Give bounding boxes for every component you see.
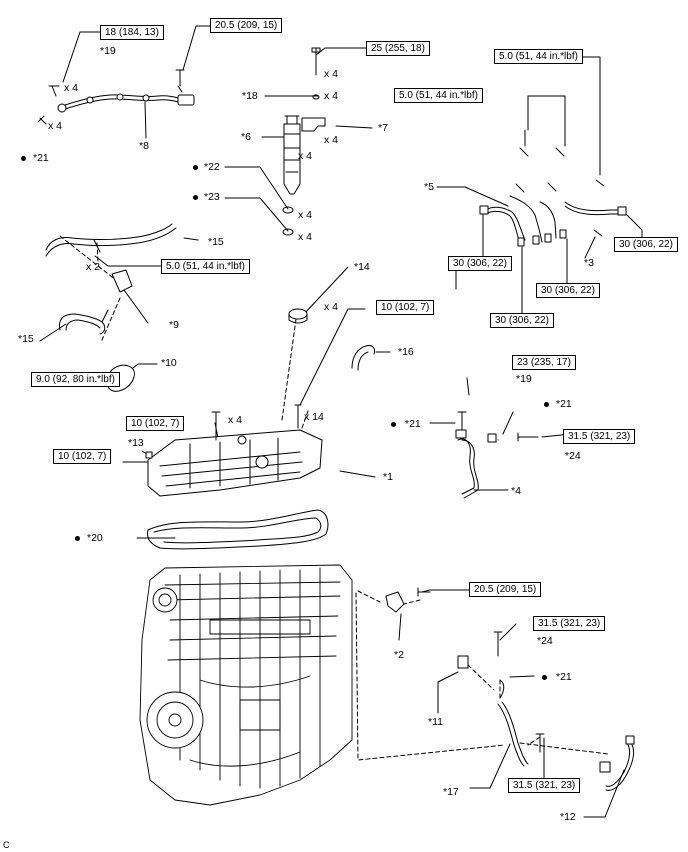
torque-spec-pipe-clamp-a: 5.0 (51, 44 in.*lbf) [494, 49, 583, 64]
torque-spec-pipe-nut-a: 30 (306, 22) [448, 256, 512, 271]
qty-seals-22: x 4 [298, 209, 313, 221]
torque-spec-return-pipe-bolt: 23 (235, 17) [512, 355, 576, 370]
torque-spec-pipe-clamp-b: 5.0 (51, 44 in.*lbf) [394, 88, 483, 103]
part-label-13: *13 [128, 437, 144, 449]
qty-injectors: x 4 [298, 150, 313, 162]
injector-group [282, 47, 326, 236]
injector-harness [37, 69, 195, 125]
non-reusable-marker [193, 165, 198, 170]
part-label-21c: *21 [405, 418, 421, 430]
part-label-24b: *24 [537, 635, 553, 647]
part-label-19b: *19 [516, 373, 532, 385]
qty-cover-seals: x 4 [324, 301, 339, 313]
torque-spec-clamp-bolt-lower: 20.5 (209, 15) [469, 582, 542, 597]
leader-lines [39, 25, 643, 818]
ventilation-pipe [351, 345, 375, 371]
torque-spec-union-bolt-upper: 31.5 (321, 23) [563, 429, 636, 444]
part-label-14: *14 [354, 261, 370, 273]
part-label-9: *9 [169, 319, 179, 331]
part-label-8: *8 [139, 140, 149, 152]
non-reusable-marker [544, 402, 549, 407]
qty-seals-23: x 4 [298, 231, 313, 243]
part-label-21b: *21 [556, 398, 572, 410]
non-reusable-marker [391, 422, 396, 427]
qty-clamps: x 4 [324, 134, 339, 146]
torque-spec-cover-stud: 10 (102, 7) [126, 416, 185, 431]
torque-spec-pipe-nut-c: 30 (306, 22) [536, 283, 600, 298]
torque-spec-harness-bolt: 18 (184, 13) [100, 25, 164, 40]
torque-spec-cover-bolt: 10 (102, 7) [53, 449, 112, 464]
engine-block [139, 564, 353, 806]
non-reusable-marker [21, 156, 26, 161]
qty-harness-clips: x 4 [48, 120, 63, 132]
part-label-16: *16 [398, 346, 414, 358]
figure-code: C [3, 840, 10, 850]
part-label-3: *3 [584, 257, 594, 269]
part-label-5: *5 [424, 181, 434, 193]
oil-filler-cap [288, 308, 308, 324]
part-label-21a: *21 [33, 152, 49, 164]
qty-studs: x 4 [228, 414, 243, 426]
torque-spec-sensor-bolt: 5.0 (51, 44 in.*lbf) [161, 259, 250, 274]
qty-washers: x 4 [324, 90, 339, 102]
non-reusable-marker [193, 195, 198, 200]
part-label-20: *20 [87, 532, 103, 544]
part-label-4: *4 [511, 485, 521, 497]
part-label-15a: *15 [208, 236, 224, 248]
part-label-17: *17 [443, 786, 459, 798]
torque-spec-injector-clamp-bolt: 25 (255, 18) [366, 41, 430, 56]
part-label-18: *18 [242, 90, 258, 102]
part-label-1: *1 [383, 471, 393, 483]
qty-cover-nuts: x 14 [304, 411, 324, 423]
part-label-6: *6 [241, 131, 251, 143]
part-label-19a: *19 [100, 45, 116, 57]
hose-and-sensor [45, 223, 177, 335]
torque-spec-union-bolt-lower: 31.5 (321, 23) [533, 616, 606, 631]
part-label-2: *2 [394, 649, 404, 661]
torque-spec-harness-clamp: 20.5 (209, 15) [210, 18, 283, 33]
part-label-10: *10 [161, 357, 177, 369]
torque-spec-cover-nut: 10 (102, 7) [376, 300, 435, 315]
fuel-pipes-right [385, 411, 635, 791]
qty-sensor-bolts: x 2 [86, 261, 101, 273]
part-label-11: *11 [428, 716, 443, 728]
part-label-7: *7 [378, 122, 388, 134]
part-label-15b: *15 [18, 333, 34, 345]
non-reusable-marker [75, 536, 80, 541]
part-label-23: *23 [204, 191, 220, 203]
qty-clamp-bolts: x 4 [324, 68, 339, 80]
qty-harness-bolts: x 4 [64, 82, 79, 94]
non-reusable-marker [542, 675, 547, 680]
torque-spec-pipe-nut-b: 30 (306, 22) [490, 313, 554, 328]
part-label-24a: *24 [565, 450, 581, 462]
torque-spec-pipe-union-bolt: 31.5 (321, 23) [508, 778, 581, 793]
cylinder-head-cover [145, 404, 323, 497]
injection-pipes [479, 129, 627, 247]
torque-spec-bracket-bolt: 9.0 (92, 80 in.*lbf) [31, 372, 120, 387]
part-label-21d: *21 [556, 671, 572, 683]
torque-spec-pipe-nut-d: 30 (306, 22) [614, 237, 678, 252]
part-label-22: *22 [204, 161, 220, 173]
head-cover-gasket [147, 509, 329, 550]
part-label-12: *12 [560, 811, 576, 823]
